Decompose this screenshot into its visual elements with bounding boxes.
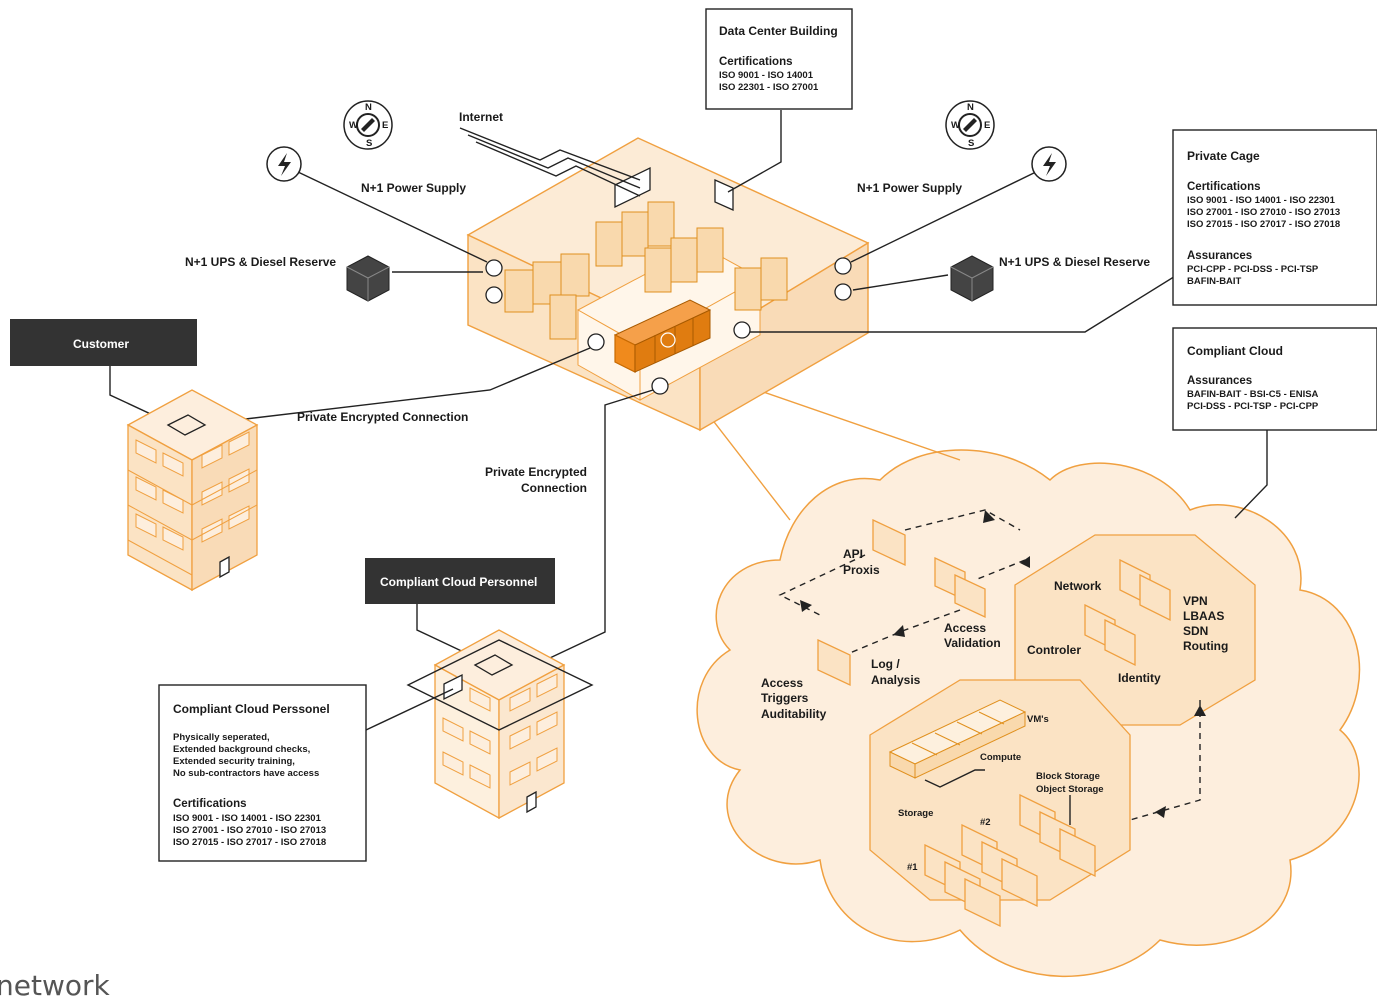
personnel-info-box: Compliant Cloud Perssonel Physically sep… bbox=[158, 684, 367, 862]
personnel-info-title: Compliant Cloud Perssonel bbox=[173, 702, 330, 716]
data-center-info-box: Data Center Building Certifications ISO … bbox=[705, 8, 853, 110]
personnel-desc-line: Physically seperated, bbox=[173, 732, 270, 743]
object-storage-label: Object Storage bbox=[1036, 784, 1104, 795]
personnel-building bbox=[406, 629, 594, 820]
private-cage-assur-line: BAFIN-BAIT bbox=[1187, 276, 1242, 287]
compliant-cloud-assur-line: PCI-DSS - PCI-TSP - PCI-CPP bbox=[1187, 401, 1319, 412]
compute-label: Compute bbox=[980, 752, 1021, 763]
compass-e: E bbox=[984, 120, 990, 131]
internet-lines bbox=[459, 127, 641, 197]
compliant-cloud-title: Compliant Cloud bbox=[1187, 344, 1283, 358]
customer-label: Customer bbox=[73, 337, 129, 351]
compliant-cloud-assur-line: BAFIN-BAIT - BSI-C5 - ENISA bbox=[1187, 389, 1319, 400]
ups-right-label: N+1 UPS & Diesel Reserve bbox=[999, 255, 1150, 269]
personnel-cert-heading: Certifications bbox=[173, 798, 247, 810]
data-center-building bbox=[466, 137, 870, 432]
compass-e: E bbox=[382, 120, 388, 131]
triggers-label-2: Triggers bbox=[761, 691, 809, 705]
compass-n: N bbox=[365, 102, 372, 113]
routing-label: Routing bbox=[1183, 639, 1228, 653]
data-center-cert-line: ISO 22301 - ISO 27001 bbox=[719, 82, 819, 93]
data-center-cert-line: ISO 9001 - ISO 14001 bbox=[719, 70, 814, 81]
internet-label: Internet bbox=[459, 110, 503, 124]
vm-blocks bbox=[888, 699, 1027, 779]
compliant-cloud-info-box: Compliant Cloud Assurances BAFIN-BAIT - … bbox=[1172, 327, 1377, 431]
lbaas-label: LBAAS bbox=[1183, 609, 1224, 623]
private-cage-cert-heading: Certifications bbox=[1187, 181, 1261, 193]
brand-wordmark: network bbox=[0, 969, 110, 998]
customer-building bbox=[126, 389, 259, 592]
ups-left-label: N+1 UPS & Diesel Reserve bbox=[185, 255, 336, 269]
access-validation-label-2: Validation bbox=[944, 636, 1001, 650]
log-label-2: Analysis bbox=[871, 673, 921, 687]
compass-n: N bbox=[967, 102, 974, 113]
private-cage-title: Private Cage bbox=[1187, 149, 1260, 163]
log-panel bbox=[817, 638, 851, 687]
compass-icon-left: N S E W bbox=[343, 100, 393, 150]
compass-s: S bbox=[968, 138, 974, 149]
private-cage-info-box: Private Cage Certifications ISO 9001 - I… bbox=[1172, 129, 1377, 306]
private-cage-racks bbox=[613, 299, 712, 373]
ups-cube-icon-left bbox=[346, 255, 390, 302]
compass-icon-right: N S E W bbox=[945, 100, 995, 150]
private-connection-2-label-1: Private Encrypted bbox=[485, 465, 587, 479]
api-label-1: API bbox=[843, 547, 863, 561]
storage-2-label: #2 bbox=[980, 817, 991, 828]
power-supply-right-label: N+1 Power Supply bbox=[857, 181, 962, 195]
block-storage-label: Block Storage bbox=[1036, 771, 1100, 782]
personnel-dark-box: Compliant Cloud Personnel bbox=[365, 558, 555, 604]
access-validation-label-1: Access bbox=[944, 621, 986, 635]
triggers-label-3: Auditability bbox=[761, 707, 827, 721]
power-icon-right bbox=[1031, 146, 1067, 182]
compliant-cloud-assur-heading: Assurances bbox=[1187, 375, 1252, 387]
storage-1-label: #1 bbox=[907, 862, 918, 873]
access-validation-panel bbox=[934, 556, 986, 619]
sdn-label: SDN bbox=[1183, 624, 1208, 638]
private-connection-2-label-2: Connection bbox=[521, 481, 587, 495]
private-cage-assur-line: PCI-CPP - PCI-DSS - PCI-TSP bbox=[1187, 264, 1319, 275]
vms-label: VM's bbox=[1027, 714, 1049, 725]
private-cage-cert-line: ISO 27015 - ISO 27017 - ISO 27018 bbox=[1187, 219, 1340, 230]
personnel-cert-line: ISO 27015 - ISO 27017 - ISO 27018 bbox=[173, 837, 326, 848]
personnel-desc-line: Extended security training, bbox=[173, 756, 295, 767]
network-panels bbox=[1084, 558, 1171, 667]
data-center-title: Data Center Building bbox=[719, 24, 838, 38]
private-cage-cert-line: ISO 27001 - ISO 27010 - ISO 27013 bbox=[1187, 207, 1340, 218]
private-cage-assur-heading: Assurances bbox=[1187, 250, 1252, 262]
triggers-label-1: Access bbox=[761, 676, 803, 690]
server-racks bbox=[504, 201, 788, 340]
personnel-desc-line: No sub-contractors have access bbox=[173, 768, 319, 779]
compass-s: S bbox=[366, 138, 372, 149]
customer-box: Customer bbox=[10, 319, 197, 366]
compass-w: W bbox=[951, 120, 960, 131]
personnel-dark-label: Compliant Cloud Personnel bbox=[380, 575, 537, 589]
dashed-flow bbox=[778, 509, 1206, 821]
storage-panels bbox=[924, 793, 1096, 928]
private-cage-cert-line: ISO 9001 - ISO 14001 - ISO 22301 bbox=[1187, 195, 1336, 206]
data-center-cert-heading: Certifications bbox=[719, 56, 793, 68]
private-connection-label: Private Encrypted Connection bbox=[297, 410, 468, 424]
vpn-label: VPN bbox=[1183, 594, 1208, 608]
storage-label: Storage bbox=[898, 808, 933, 819]
controler-label: Controler bbox=[1027, 643, 1081, 657]
api-panel bbox=[872, 518, 906, 567]
api-label-2: Proxis bbox=[843, 563, 880, 577]
compass-w: W bbox=[349, 120, 358, 131]
personnel-cert-line: ISO 9001 - ISO 14001 - ISO 22301 bbox=[173, 813, 322, 824]
power-supply-left-label: N+1 Power Supply bbox=[361, 181, 466, 195]
ups-cube-icon-right bbox=[950, 255, 994, 302]
personnel-cert-line: ISO 27001 - ISO 27010 - ISO 27013 bbox=[173, 825, 326, 836]
log-label-1: Log / bbox=[871, 657, 900, 671]
personnel-desc-line: Extended background checks, bbox=[173, 744, 310, 755]
power-icon-left bbox=[266, 146, 302, 182]
identity-label: Identity bbox=[1118, 671, 1161, 685]
network-label: Network bbox=[1054, 579, 1102, 593]
